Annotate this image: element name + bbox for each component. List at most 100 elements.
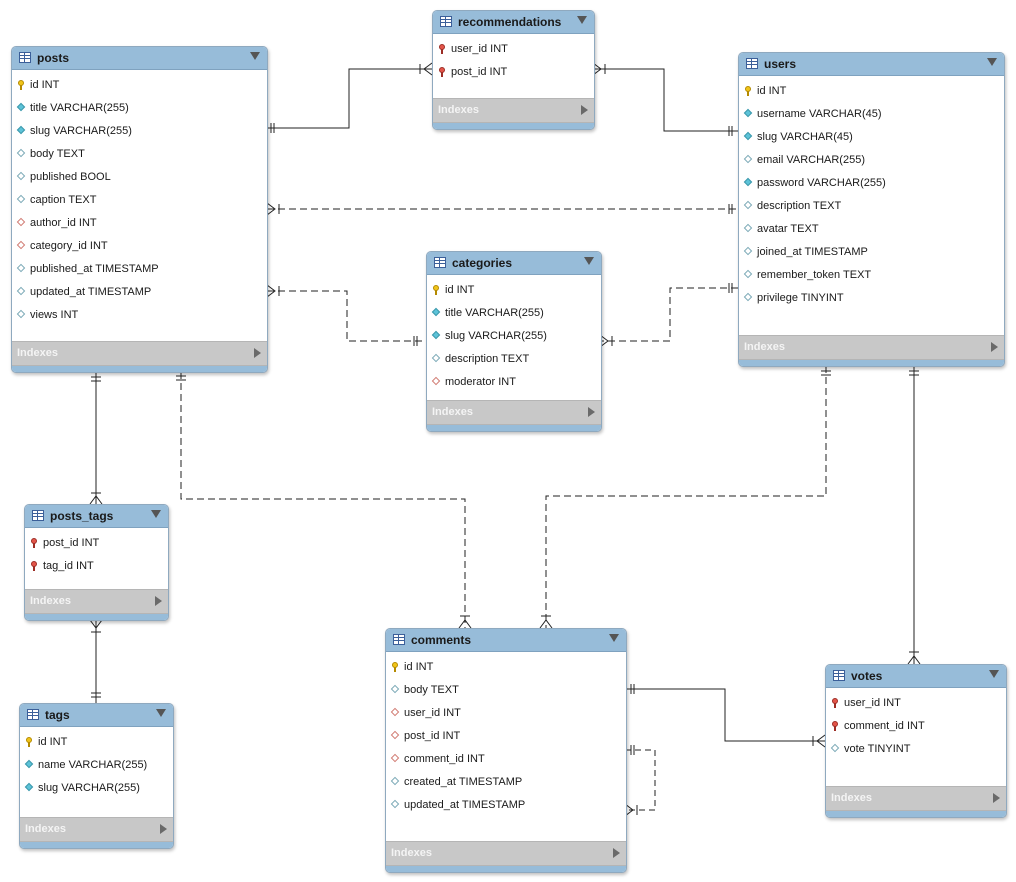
table-header[interactable]: comments [386,629,626,652]
expand-arrow-icon[interactable] [993,793,1000,803]
column-row[interactable]: description TEXT [427,347,601,370]
column-row[interactable]: id INT [20,730,173,753]
column-row[interactable]: moderator INT [427,370,601,393]
expand-arrow-icon[interactable] [991,342,998,352]
column-row[interactable]: caption TEXT [12,188,267,211]
indexes-section[interactable]: Indexes [12,341,267,366]
collapse-arrow-icon[interactable] [987,58,997,66]
column-row[interactable]: updated_at TIMESTAMP [12,280,267,303]
column-row[interactable]: updated_at TIMESTAMP [386,793,626,816]
table-header[interactable]: posts_tags [25,505,168,528]
column-row[interactable]: created_at TIMESTAMP [386,770,626,793]
collapse-arrow-icon[interactable] [584,257,594,265]
table-header[interactable]: categories [427,252,601,275]
column-row[interactable]: published_at TIMESTAMP [12,257,267,280]
expand-arrow-icon[interactable] [613,848,620,858]
collapse-arrow-icon[interactable] [250,52,260,60]
column-row[interactable]: slug VARCHAR(255) [20,776,173,799]
relationship-tags-posts-tags[interactable] [89,619,103,703]
indexes-section[interactable]: Indexes [433,98,594,123]
column-row[interactable]: joined_at TIMESTAMP [739,240,1004,263]
column-row[interactable]: tag_id INT [25,554,168,577]
column-row[interactable]: remember_token TEXT [739,263,1004,286]
column-row[interactable]: privilege TINYINT [739,286,1004,309]
column-row[interactable]: views INT [12,303,267,326]
column-row[interactable]: password VARCHAR(255) [739,171,1004,194]
column-row[interactable]: email VARCHAR(255) [739,148,1004,171]
relationship-posts-posts-tags[interactable] [89,372,103,505]
column-row[interactable]: slug VARCHAR(255) [12,119,267,142]
indexes-section[interactable]: Indexes [20,817,173,842]
collapse-arrow-icon[interactable] [151,510,161,518]
indexes-section[interactable]: Indexes [826,786,1006,811]
column-row[interactable]: username VARCHAR(45) [739,102,1004,125]
column-row[interactable]: published BOOL [12,165,267,188]
column-row[interactable]: id INT [427,278,601,301]
relationship-posts-comments[interactable] [176,372,472,629]
relationship-users-comments[interactable] [539,366,831,629]
indexes-section[interactable]: Indexes [427,400,601,425]
column-row[interactable]: id INT [386,655,626,678]
expand-arrow-icon[interactable] [254,348,261,358]
column-row[interactable]: user_id INT [386,701,626,724]
indexes-section[interactable]: Indexes [739,335,1004,360]
table-header[interactable]: users [739,53,1004,76]
column-row[interactable]: post_id INT [433,60,594,83]
column-row[interactable]: vote TINYINT [826,737,1006,760]
relationship-users-votes[interactable] [907,366,921,665]
collapse-arrow-icon[interactable] [609,634,619,642]
column-row[interactable]: body TEXT [386,678,626,701]
column-row[interactable]: comment_id INT [386,747,626,770]
table-header[interactable]: tags [20,704,173,727]
relationship-users-categories[interactable] [599,283,738,348]
relationship-comments-self[interactable] [624,745,656,817]
column-row[interactable]: title VARCHAR(255) [12,96,267,119]
table-header[interactable]: posts [12,47,267,70]
indexes-label: Indexes [432,406,473,418]
column-row[interactable]: user_id INT [826,691,1006,714]
collapse-arrow-icon[interactable] [156,709,166,717]
column-row[interactable]: category_id INT [12,234,267,257]
table-header[interactable]: votes [826,665,1006,688]
expand-arrow-icon[interactable] [155,596,162,606]
indexes-section[interactable]: Indexes [25,589,168,614]
table-header[interactable]: recommendations [433,11,594,34]
expand-arrow-icon[interactable] [160,824,167,834]
nullable-column-icon [17,287,26,297]
column-row[interactable]: name VARCHAR(255) [20,753,173,776]
relationship-posts-recommendations[interactable] [267,62,433,133]
indexes-section[interactable]: Indexes [386,841,626,866]
column-row[interactable]: description TEXT [739,194,1004,217]
relationship-users-recommendations[interactable] [592,62,738,136]
relationship-comments-votes[interactable] [625,684,826,748]
expand-arrow-icon[interactable] [581,105,588,115]
column-row[interactable]: avatar TEXT [739,217,1004,240]
column-row[interactable]: slug VARCHAR(45) [739,125,1004,148]
column-row[interactable]: body TEXT [12,142,267,165]
column-label: joined_at TIMESTAMP [757,245,868,258]
column-row[interactable]: id INT [12,73,267,96]
column-row[interactable]: author_id INT [12,211,267,234]
column-row[interactable]: user_id INT [433,37,594,60]
relationship-categories-posts[interactable] [266,284,426,346]
expand-arrow-icon[interactable] [588,407,595,417]
column-row[interactable]: id INT [739,79,1004,102]
collapse-arrow-icon[interactable] [989,670,999,678]
column-row[interactable]: title VARCHAR(255) [427,301,601,324]
column-row[interactable]: comment_id INT [826,714,1006,737]
collapse-arrow-icon[interactable] [577,16,587,24]
column-row[interactable]: post_id INT [386,724,626,747]
column-row[interactable]: post_id INT [25,531,168,554]
relationship-users-posts[interactable] [266,202,738,216]
column-row[interactable]: slug VARCHAR(255) [427,324,601,347]
